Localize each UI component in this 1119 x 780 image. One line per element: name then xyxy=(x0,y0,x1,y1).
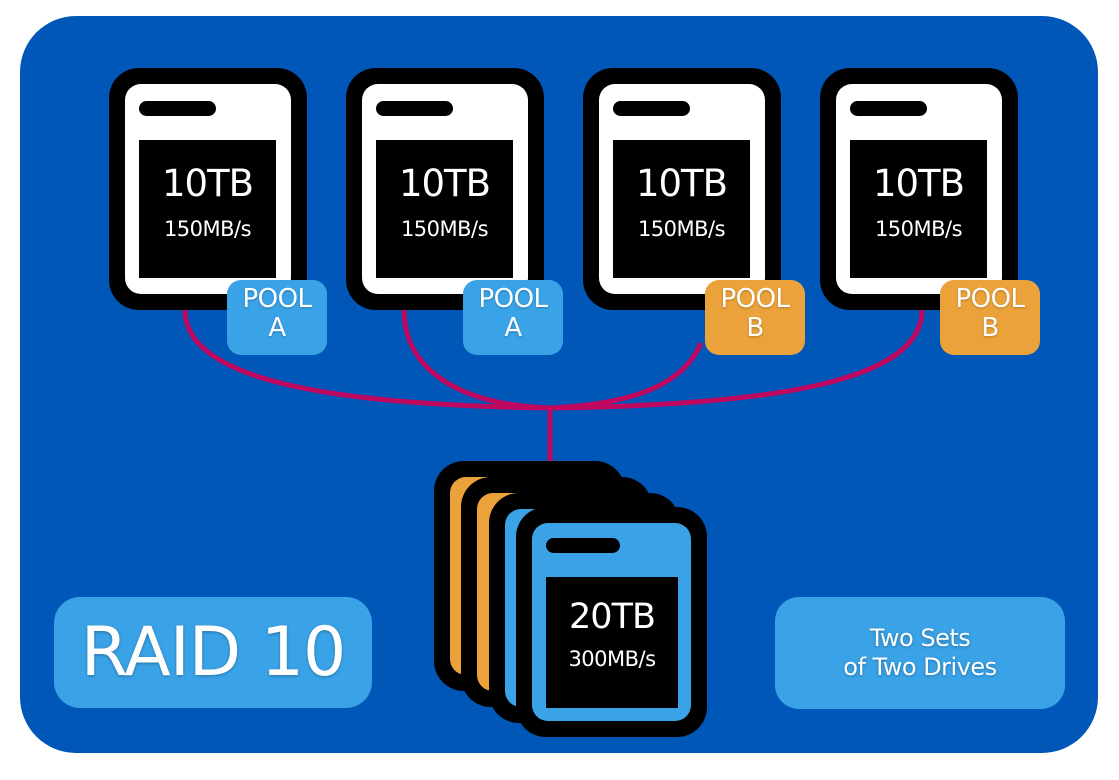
drive-capacity: 10TB xyxy=(161,162,254,205)
cable-drive-4 xyxy=(547,307,925,411)
pool-badge-title: POOL xyxy=(720,284,790,314)
drive-speed: 150MB/s xyxy=(163,217,252,241)
drive-capacity: 10TB xyxy=(872,162,965,205)
pool-badge-letter: A xyxy=(268,313,286,343)
pool-badge-letter: B xyxy=(981,313,999,343)
drive-capacity: 10TB xyxy=(398,162,491,205)
drive-slot-icon xyxy=(376,101,453,116)
pool-badge-drive-1: POOL A xyxy=(227,280,327,355)
raid-level-label: RAID 10 xyxy=(54,597,372,708)
pool-badge-title: POOL xyxy=(955,284,1025,314)
drive-label-panel: 10TB 150MB/s xyxy=(850,140,987,278)
pool-badge-title: POOL xyxy=(242,284,312,314)
drive-label-panel: 10TB 150MB/s xyxy=(613,140,750,278)
drive-slot-icon xyxy=(546,538,620,553)
cable-drive-3 xyxy=(547,342,703,411)
pool-badge-drive-2: POOL A xyxy=(463,280,563,355)
pool-badge-title: POOL xyxy=(478,284,548,314)
drive-3: 10TB 150MB/s xyxy=(583,68,781,310)
array-drive-front: 20TB 300MB/s xyxy=(516,507,707,737)
array-capacity: 20TB xyxy=(569,597,656,637)
drive-slot-icon xyxy=(613,101,690,116)
drive-label-panel: 10TB 150MB/s xyxy=(139,140,276,278)
array-speed: 300MB/s xyxy=(568,647,656,671)
drive-label-panel: 10TB 150MB/s xyxy=(376,140,513,278)
drive-2: 10TB 150MB/s xyxy=(346,68,544,310)
cable-drive-1 xyxy=(182,307,553,411)
drive-slot-icon xyxy=(139,101,216,116)
pool-badge-letter: A xyxy=(504,313,522,343)
array-label-panel: 20TB 300MB/s xyxy=(546,577,678,708)
drive-speed: 150MB/s xyxy=(400,217,489,241)
note-line-1: Two Sets xyxy=(869,624,971,652)
drive-speed: 150MB/s xyxy=(637,217,726,241)
pool-badge-letter: B xyxy=(746,313,764,343)
pool-badge-drive-3: POOL B xyxy=(705,280,805,355)
drive-4: 10TB 150MB/s xyxy=(820,68,1018,310)
drive-capacity: 10TB xyxy=(635,162,728,205)
drive-slot-icon xyxy=(850,101,927,116)
description-note: Two Sets of Two Drives xyxy=(775,597,1065,709)
drive-speed: 150MB/s xyxy=(874,217,963,241)
drive-1: 10TB 150MB/s xyxy=(109,68,307,310)
note-line-2: of Two Drives xyxy=(843,653,997,681)
pool-badge-drive-4: POOL B xyxy=(940,280,1040,355)
cable-drive-2 xyxy=(401,307,553,411)
